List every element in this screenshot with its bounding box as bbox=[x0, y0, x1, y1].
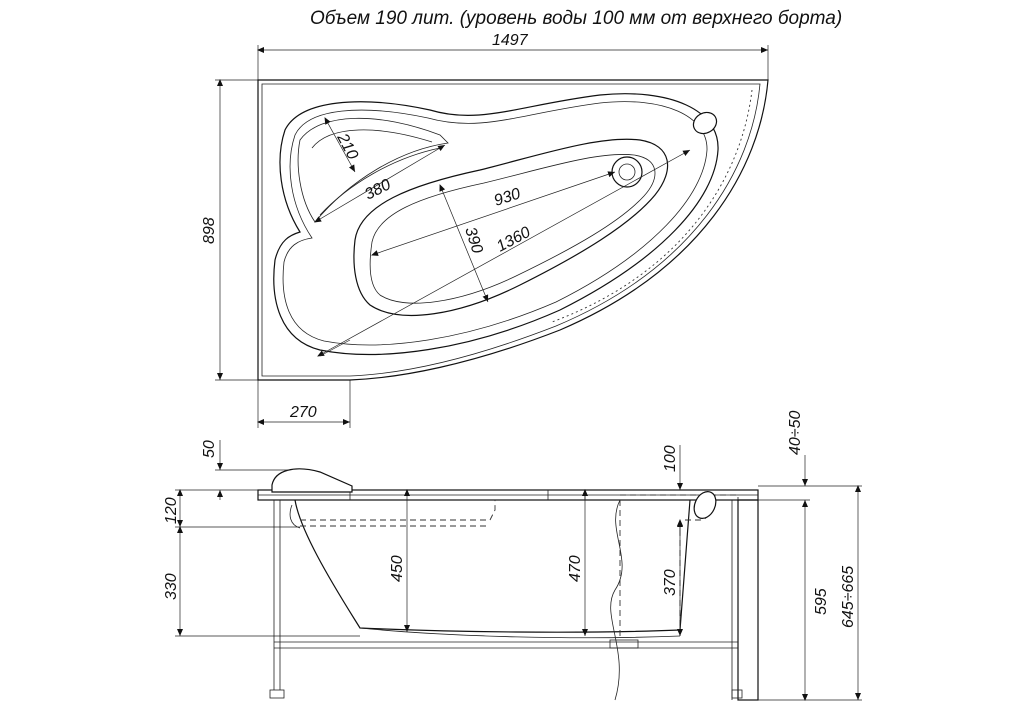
dim-depth-370: 370 bbox=[662, 569, 679, 596]
dim-adjust-40-50: 40÷50 bbox=[787, 411, 804, 455]
overflow-icon bbox=[692, 111, 718, 135]
drain-icon bbox=[611, 156, 643, 188]
dim-total-645-665: 645÷665 bbox=[840, 566, 857, 628]
dim-width-1497: 1497 bbox=[492, 32, 529, 49]
dim-panel-595: 595 bbox=[813, 588, 830, 615]
drawing-title: Объем 190 лит. (уровень воды 100 мм от в… bbox=[310, 8, 842, 29]
dim-depth-450: 450 bbox=[389, 555, 406, 582]
side-headrest bbox=[271, 468, 353, 493]
tub-body-side bbox=[294, 499, 691, 633]
dim-offset-270: 270 bbox=[289, 404, 317, 421]
dim-depth-898: 898 bbox=[201, 217, 218, 244]
dim-overflow-100: 100 bbox=[662, 445, 679, 472]
dim-headrest-210: 210 bbox=[333, 130, 361, 163]
front-panel bbox=[737, 499, 759, 701]
dim-depth-470: 470 bbox=[567, 555, 584, 582]
dim-rim-120: 120 bbox=[163, 497, 180, 524]
dim-rim-top-50: 50 bbox=[201, 440, 218, 458]
tub-bowl-outer bbox=[273, 93, 719, 356]
dim-inner-930: 930 bbox=[492, 185, 523, 209]
dim-total-1360: 1360 bbox=[494, 224, 533, 256]
dim-inner-390: 390 bbox=[461, 225, 485, 256]
side-view: 120 330 50 450 470 370 100 40÷50 595 645… bbox=[163, 411, 862, 701]
dim-lower-330: 330 bbox=[163, 573, 180, 600]
top-view: 1497 898 270 210 38 bbox=[201, 32, 769, 428]
headrest bbox=[297, 117, 449, 223]
